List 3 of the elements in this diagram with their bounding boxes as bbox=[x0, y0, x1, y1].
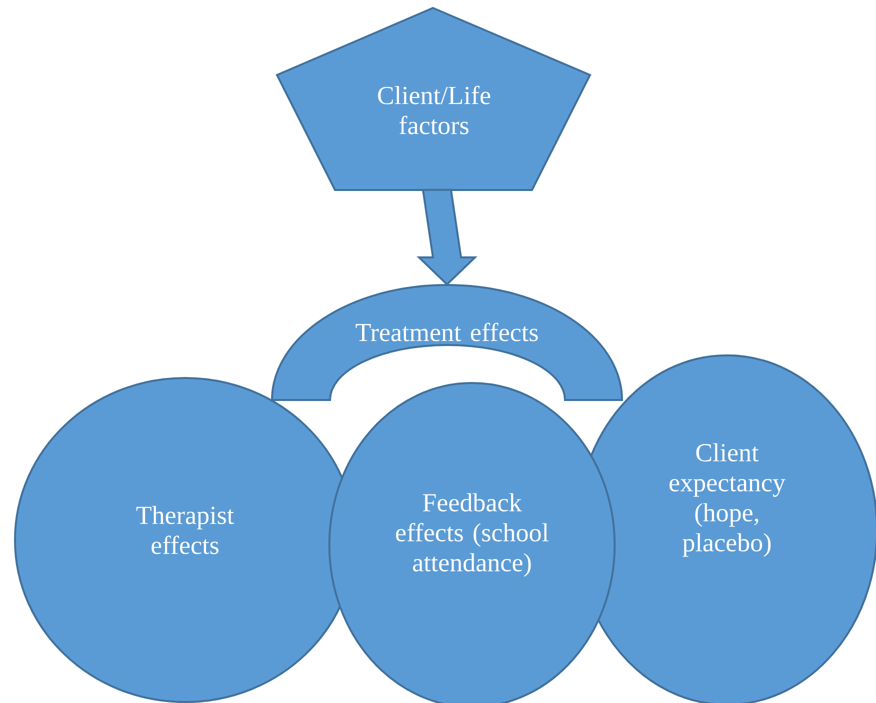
node-label: Client expectancy (hope, placebo) bbox=[670, 443, 786, 557]
node-label: Feedback effects (school attendance) bbox=[396, 493, 548, 577]
block-arrow bbox=[416, 188, 478, 286]
